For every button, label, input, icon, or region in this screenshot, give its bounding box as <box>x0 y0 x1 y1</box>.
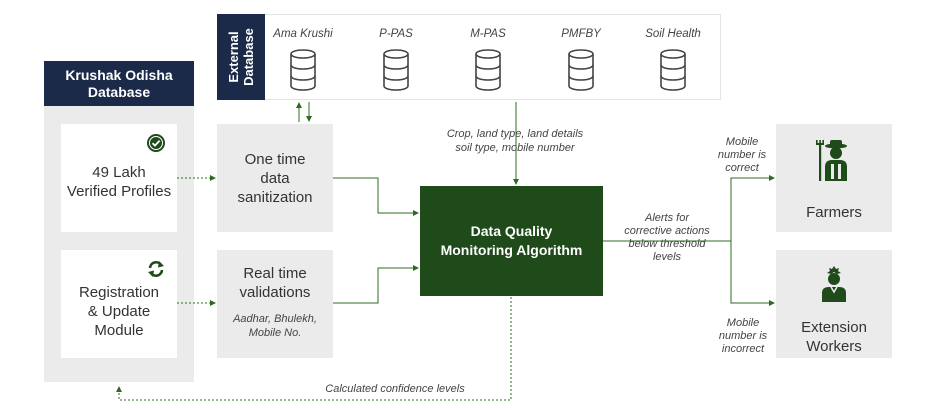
sanitization-line1: One time <box>244 150 306 168</box>
mobile-correct-label: Mobile number is correct <box>712 136 772 175</box>
database-name: Ama Krushi <box>273 28 333 40</box>
check-badge-icon <box>147 134 165 152</box>
farmer-icon <box>816 140 847 181</box>
registration-module-box: Registration & Update Module <box>61 250 177 358</box>
alert-line1: Alerts for <box>644 212 689 224</box>
confidence-label: Calculated confidence levels <box>300 383 490 395</box>
database-item-pmfby: PMFBY <box>536 28 626 40</box>
arrow-validation-to-algorithm <box>333 265 419 304</box>
database-item-m-pas: M-PAS <box>443 28 533 40</box>
database-item-p-pas: P-PAS <box>351 28 441 40</box>
registration-line3: Module <box>94 321 144 339</box>
algorithm-input-label: Crop, land type, land details soil type,… <box>420 127 610 155</box>
data-sanitization-box: One time data sanitization <box>217 124 333 232</box>
confidence-text: Calculated confidence levels <box>325 383 465 395</box>
registration-line2: & Update <box>87 302 151 320</box>
farmers-box: Farmers <box>776 124 892 232</box>
verified-line2: Verified Profiles <box>66 183 172 200</box>
database-name: PMFBY <box>561 28 601 40</box>
database-item-ama-krushi: Ama Krushi <box>258 28 348 40</box>
refresh-icon <box>148 261 164 277</box>
realtime-validation-box: Real time validations Aadhar, Bhulekh, M… <box>217 250 333 358</box>
alert-line2: corrective actions <box>624 225 710 237</box>
incorrect-line1: Mobile <box>726 317 760 329</box>
farmers-label: Farmers <box>806 204 862 221</box>
sanitization-line2: data <box>260 169 290 187</box>
incorrect-line3: incorrect <box>721 343 765 355</box>
extension-worker-icon <box>822 266 846 302</box>
algorithm-line2: Monitoring Algorithm <box>440 242 583 258</box>
database-icon <box>475 49 501 91</box>
registration-line1: Registration <box>78 283 160 301</box>
validation-line2: validations <box>239 284 311 301</box>
extension-workers-box: Extension Workers <box>776 250 892 358</box>
extension-line2: Workers <box>806 338 862 355</box>
alert-line4: levels <box>652 251 682 263</box>
correct-line3: correct <box>725 162 759 174</box>
verified-line1: 49 Lakh <box>92 164 146 181</box>
krushak-title-line1: Krushak Odisha <box>65 66 173 83</box>
arrow-to-farmers <box>730 175 775 241</box>
sanitization-line3: sanitization <box>237 188 313 206</box>
extension-line1: Extension <box>801 319 867 336</box>
database-icon <box>383 49 409 91</box>
validation-note-line2: Mobile No. <box>248 327 302 339</box>
database-name: P-PAS <box>379 28 413 40</box>
data-quality-algorithm-box: Data Quality Monitoring Algorithm <box>420 186 603 296</box>
database-name: Soil Health <box>645 28 701 40</box>
krushak-title-line2: Database <box>87 83 151 100</box>
correct-line1: Mobile <box>725 136 759 148</box>
database-item-soil-health: Soil Health <box>628 28 718 40</box>
database-icon <box>660 49 686 91</box>
krushak-title: Krushak Odisha Database <box>44 61 194 106</box>
database-icon <box>568 49 594 91</box>
external-db-label: External Database <box>217 14 265 100</box>
database-name: M-PAS <box>470 28 506 40</box>
input-line1: Crop, land type, land details <box>446 128 584 140</box>
validation-note-line1: Aadhar, Bhulekh, <box>233 313 317 325</box>
arrow-sanitization-to-algorithm <box>333 177 419 216</box>
arrow-confidence-feedback <box>116 297 512 401</box>
correct-line2: number is <box>717 149 767 161</box>
arrow-to-extension-workers <box>730 241 775 306</box>
database-icon <box>290 49 316 91</box>
mobile-incorrect-label: Mobile number is incorrect <box>712 317 774 356</box>
incorrect-line2: number is <box>718 330 768 342</box>
validation-line1: Real time <box>243 265 307 282</box>
input-line2: soil type, mobile number <box>455 142 575 154</box>
algorithm-line1: Data Quality <box>470 223 553 239</box>
